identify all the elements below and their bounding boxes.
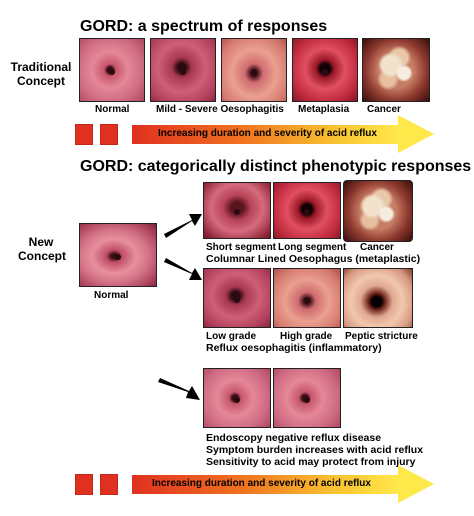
endoscopy-negative-image-1 bbox=[203, 368, 271, 428]
label-short-segment: Short segment bbox=[206, 242, 277, 253]
caption-reflux-oesophagitis: Reflux oesophagitis (inflammatory) bbox=[206, 342, 382, 354]
endoscopy-mild-image bbox=[150, 38, 216, 102]
label-cancer: Cancer bbox=[367, 104, 401, 115]
bottom-line-1: Endoscopy negative reflux disease bbox=[206, 432, 382, 444]
severity-square-3 bbox=[75, 474, 93, 495]
severity-square-4 bbox=[100, 474, 118, 495]
label-new-normal: Normal bbox=[94, 290, 129, 301]
severity-arrow-text: Increasing duration and severity of acid… bbox=[158, 128, 377, 139]
endoscopy-metaplasia-image bbox=[292, 38, 358, 102]
endoscopy-short-segment-image bbox=[203, 182, 271, 239]
severity-square-1 bbox=[75, 124, 93, 145]
label-mild-severe: Mild - Severe Oesophagitis bbox=[156, 104, 284, 115]
endoscopy-normal-image bbox=[79, 38, 145, 102]
endoscopy-new-normal-image bbox=[79, 223, 157, 287]
label-normal: Normal bbox=[95, 104, 130, 115]
endoscopy-peptic-stricture-image bbox=[343, 268, 413, 328]
severity-arrow-head-2 bbox=[398, 465, 434, 503]
label-low-grade: Low grade bbox=[206, 331, 257, 342]
label-high-grade: High grade bbox=[280, 331, 333, 342]
severity-arrow-head bbox=[398, 115, 434, 153]
bottom-line-3: Sensitivity to acid may protect from inj… bbox=[206, 456, 416, 468]
traditional-label-line1: Traditional bbox=[10, 60, 72, 74]
traditional-concept-label: Traditional Concept bbox=[6, 60, 76, 88]
section1-title: GORD: a spectrum of responses bbox=[80, 18, 328, 35]
bottom-line-2: Symptom burden increases with acid reflu… bbox=[206, 444, 424, 456]
arrow-to-inflammatory bbox=[164, 258, 202, 280]
section2-title: GORD: categorically distinct phenotypic … bbox=[80, 158, 472, 175]
endoscopy-cancer-image bbox=[362, 38, 430, 102]
label-metaplasia: Metaplasia bbox=[298, 104, 350, 115]
arrow-to-endoscopy-negative bbox=[158, 378, 200, 400]
arrow-to-metaplastic bbox=[164, 214, 202, 238]
label-peptic-stricture: Peptic stricture bbox=[345, 331, 418, 342]
endoscopy-new-cancer-image bbox=[343, 180, 413, 242]
new-concept-label: New Concept bbox=[18, 235, 66, 263]
endoscopy-oesophagitis-image bbox=[221, 38, 287, 102]
endoscopy-low-grade-image bbox=[203, 268, 271, 328]
endoscopy-negative-image-2 bbox=[273, 368, 341, 428]
severity-square-2 bbox=[100, 124, 118, 145]
endoscopy-long-segment-image bbox=[273, 182, 341, 239]
new-label-line2: Concept bbox=[18, 249, 66, 263]
severity-arrow-text-2: Increasing duration and severity of acid… bbox=[152, 478, 371, 489]
new-label-line1: New bbox=[28, 235, 54, 249]
severity-arrow-bar-2 bbox=[132, 475, 398, 494]
label-long-segment: Long segment bbox=[278, 242, 347, 253]
traditional-label-line2: Concept bbox=[17, 74, 65, 88]
severity-arrow-bar bbox=[132, 125, 398, 144]
endoscopy-high-grade-image bbox=[273, 268, 341, 328]
label-new-cancer: Cancer bbox=[360, 242, 394, 253]
caption-columnar-lined: Columnar Lined Oesophagus (metaplastic) bbox=[206, 253, 421, 265]
